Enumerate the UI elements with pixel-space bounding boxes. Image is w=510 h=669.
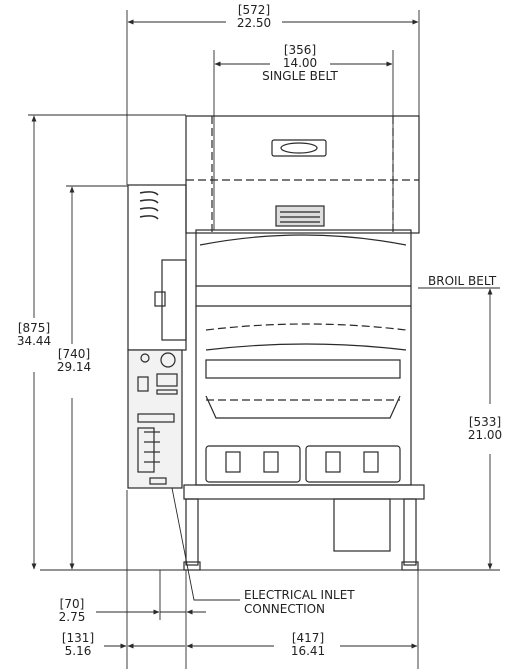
dim-body-height: [740] 29.14 [42,348,106,374]
dim-in: 2.75 [58,610,86,624]
dim-in: 21.00 [467,428,503,442]
dim-in: 29.14 [56,360,92,374]
display [156,373,178,387]
broil-belt-label: BROIL BELT [428,274,497,288]
belt-basket-right [305,445,401,483]
dim-in: 5.16 [64,644,92,658]
dim-in: 16.41 [290,644,326,658]
control-knob [140,353,150,363]
crumb-tray [333,498,391,552]
dim-mm: [417] [291,631,325,645]
base-frame [183,484,425,500]
dim-in: 34.44 [16,334,52,348]
dim-leg-span: [417] 16.41 [278,632,338,658]
dim-mm: [533] [468,415,502,429]
dim-mm: [356] [283,43,317,57]
dim-mm: [740] [57,347,91,361]
electrical-inlet-callout: ELECTRICAL INLET CONNECTION [244,588,355,616]
logo-badge [271,139,327,157]
callout-line-1: ELECTRICAL INLET [244,588,355,602]
dim-broil-belt-height: [533] 21.00 [462,416,508,442]
dim-label: SINGLE BELT [262,69,338,83]
leg-left [185,498,199,566]
dim-inlet-offset: [70] 2.75 [50,598,94,624]
inlet-leader [171,487,240,601]
dim-overall-height: [875] 34.44 [2,322,66,348]
dim-mm: [131] [61,631,95,645]
hood [185,115,420,234]
dim-inlet-side: [131] 5.16 [56,632,100,658]
dim-in: 14.00 [282,56,318,70]
dim-mm: [875] [17,321,51,335]
conveyor-body [195,229,412,486]
callout-line-2: CONNECTION [244,602,326,616]
dim-mm: [70] [59,597,85,611]
dim-mm: [572] [237,3,271,17]
control-panel [127,349,183,489]
dim-in: 22.50 [236,16,272,30]
belt-basket-left [205,445,301,483]
dim-overall-width: [572] 22.50 [226,4,282,30]
nameplate [275,205,325,227]
power-switch [137,376,149,392]
dim-belt-width: [356] 14.00 SINGLE BELT [262,44,338,83]
leg-right [403,498,417,566]
